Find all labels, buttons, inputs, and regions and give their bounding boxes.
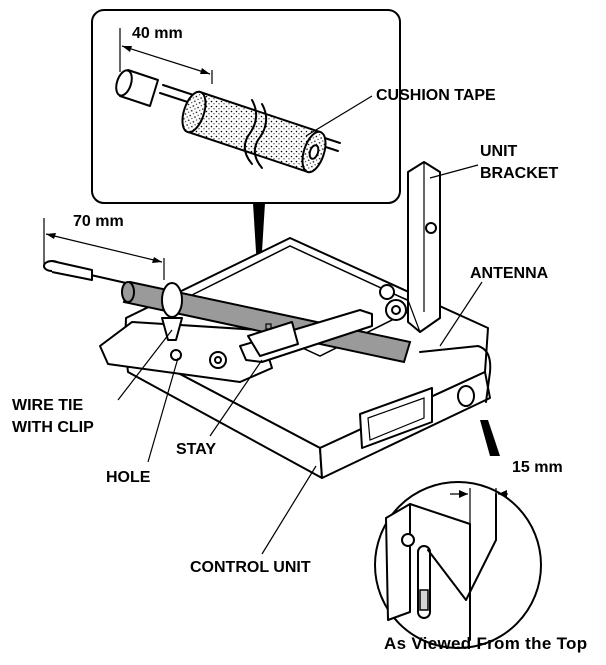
cushion-tape-detail-inset — [91, 9, 401, 300]
wire-tie-label-line2: WITH CLIP — [12, 419, 94, 436]
unit-bracket — [379, 161, 441, 333]
top-view-inset — [374, 420, 542, 649]
dim-40mm-label: 40 mm — [132, 25, 183, 42]
wire-tie-label-line1: WIRE TIE — [12, 397, 84, 414]
cushion-tape-label: CUSHION TAPE — [376, 87, 496, 104]
hole-label: HOLE — [106, 469, 151, 486]
dim-15mm-label: 15 mm — [512, 459, 563, 476]
dim-70mm-label: 70 mm — [73, 213, 124, 230]
stay-label: STAY — [176, 441, 217, 458]
leader-lines — [117, 164, 483, 555]
unit-bracket-label-line2: BRACKET — [480, 165, 559, 182]
antenna-label: ANTENNA — [470, 265, 549, 282]
control-unit-label: CONTROL UNIT — [190, 559, 311, 576]
view-caption: As Viewed From the Top — [384, 634, 588, 653]
antenna-assembly — [43, 260, 492, 407]
unit-bracket-label-line1: UNIT — [480, 143, 518, 160]
dim-70mm-lines — [43, 218, 165, 280]
